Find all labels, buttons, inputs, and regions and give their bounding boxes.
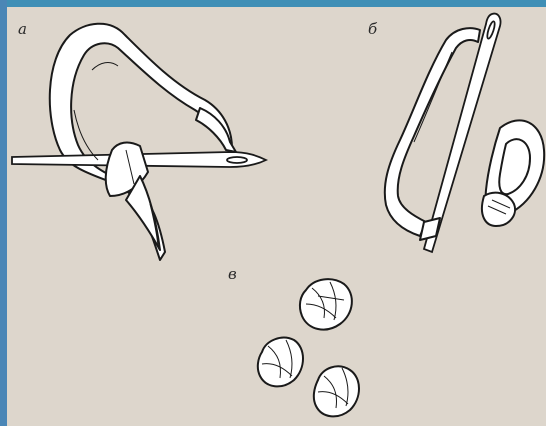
knot-2 xyxy=(258,338,303,387)
figure-label-v: в xyxy=(228,265,237,283)
figure-b-knot xyxy=(482,193,515,226)
knot-3 xyxy=(314,366,359,416)
figure-a-ribbon-loop xyxy=(50,24,232,260)
figure-a xyxy=(12,24,266,260)
figure-v xyxy=(258,279,359,416)
figure-label-a: а xyxy=(18,20,27,38)
figure-label-b: б xyxy=(368,20,377,38)
figure-b xyxy=(385,14,544,252)
figure-a-needle-eye xyxy=(227,157,247,163)
knot-1 xyxy=(300,279,352,329)
